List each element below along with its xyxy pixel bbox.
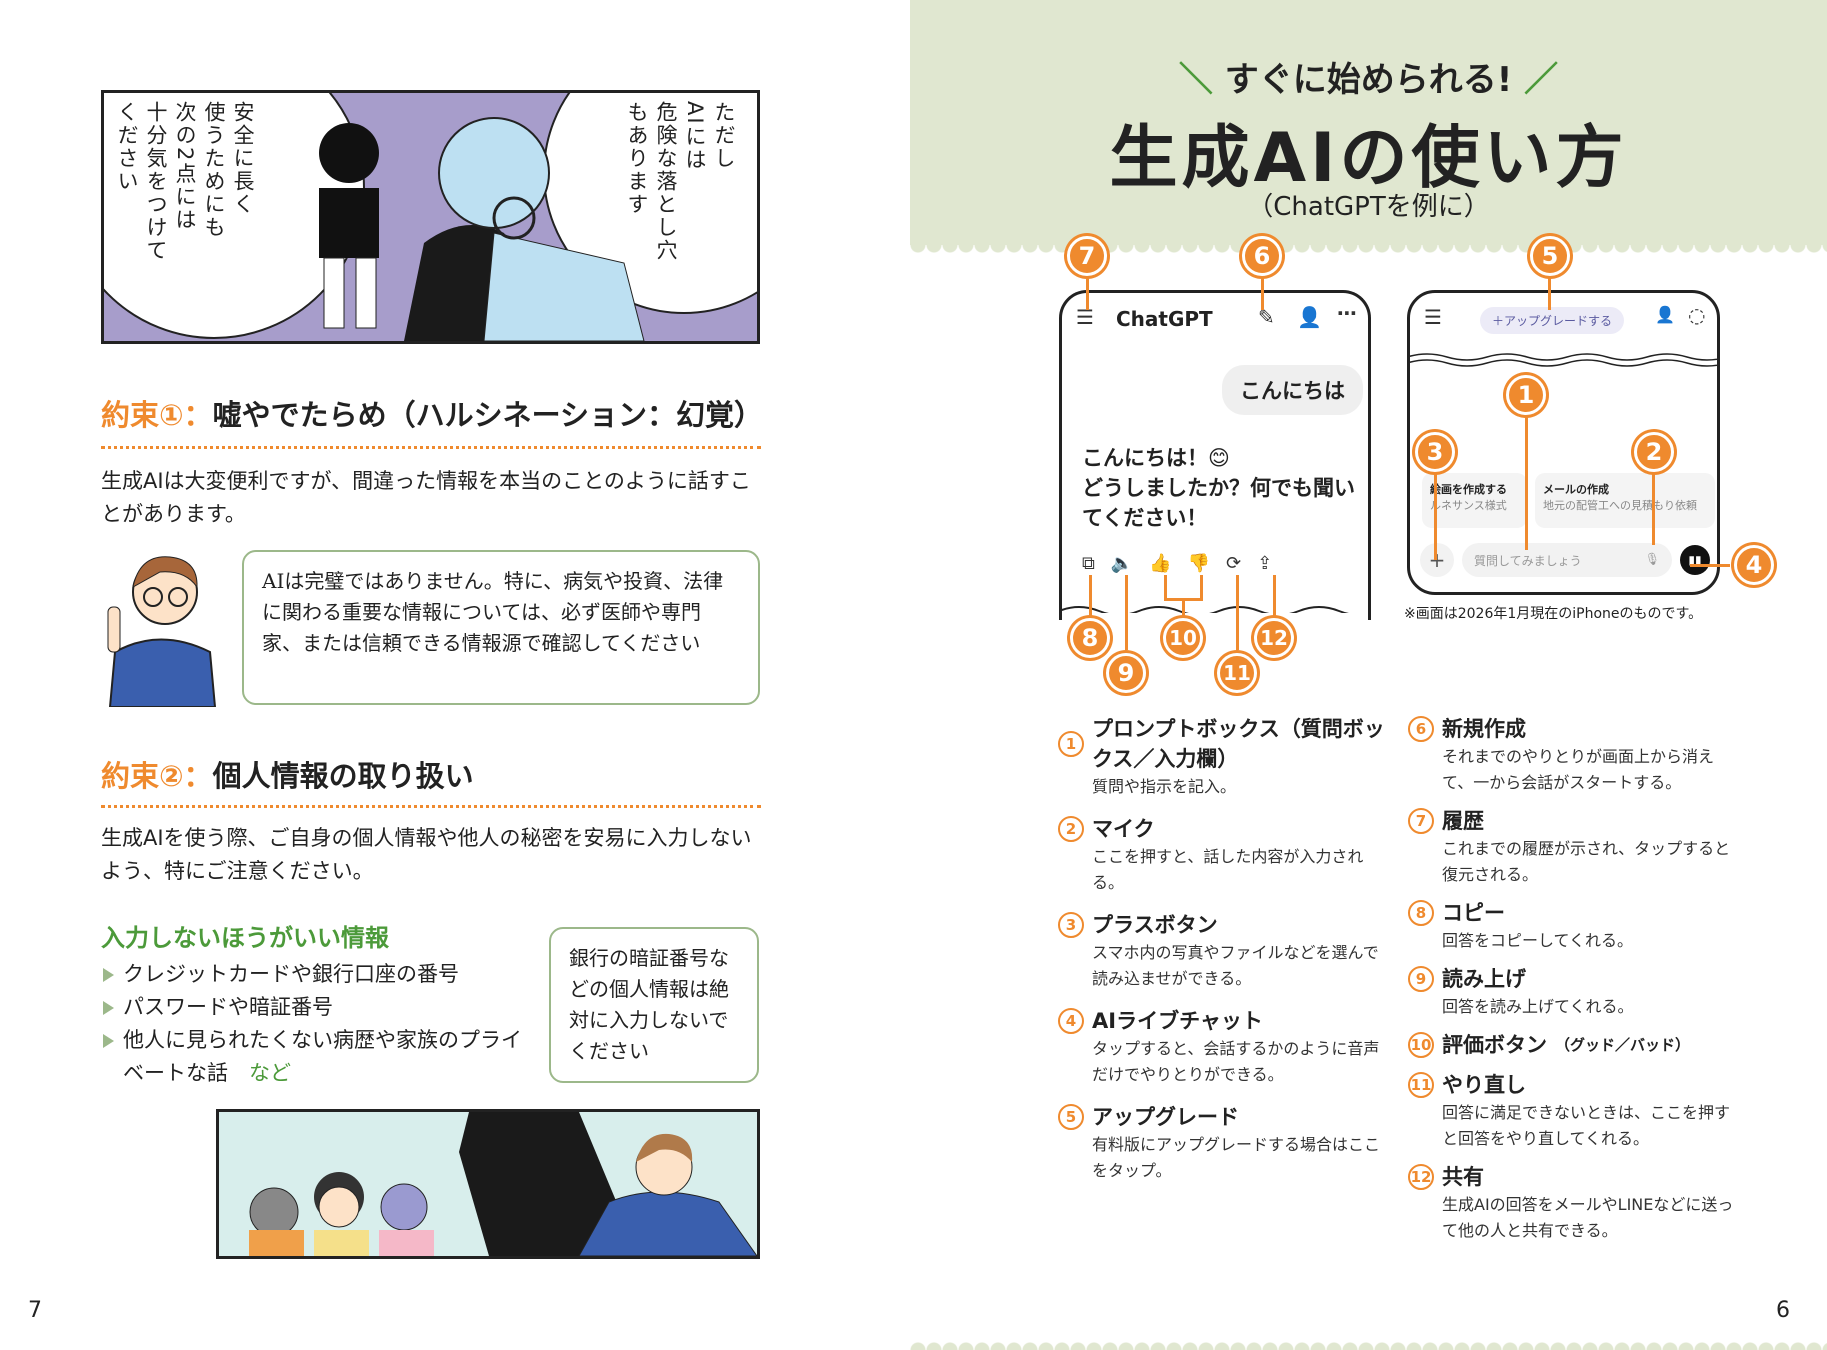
page-title: 生成AIの使い方: [1109, 119, 1628, 198]
badge-12: 12: [1254, 618, 1294, 658]
badge-7: 7: [1067, 236, 1107, 276]
screenshot-note: ※画面は2026年1月現在のiPhoneのものです。: [1404, 606, 1703, 622]
list-item: クレジットカードや銀行口座の番号: [101, 958, 531, 991]
badge-5: 5: [1530, 236, 1570, 276]
kicker: ＼ すぐに始められる! ／: [1178, 60, 1559, 100]
badge-10: 10: [1163, 618, 1203, 658]
app-title: ChatGPT: [1116, 307, 1213, 331]
more-icon[interactable]: ⋯: [1337, 301, 1357, 325]
action-icons: ⧉🔈👍👎⟳⇪: [1082, 553, 1288, 574]
assistant-reply: こんにちは！😊 どうしましたか？何でも聞いてください！: [1082, 446, 1355, 530]
divider: [101, 446, 761, 449]
wave-cut: [1062, 606, 1368, 620]
badge-8: 8: [1070, 618, 1110, 658]
thumbs-up-icon[interactable]: 👍: [1149, 553, 1188, 574]
new-chat-icon[interactable]: ✎: [1258, 305, 1275, 329]
rule2-body: 生成AIを使う際、ご自身の個人情報や他人の秘密を安易に入力しないよう、特にご注意…: [101, 826, 752, 883]
menu-icon[interactable]: ☰: [1076, 305, 1094, 329]
prompt-input[interactable]: 質問してみましょう🎙: [1462, 543, 1672, 577]
avoid-heading: 入力しないほうがいい情報: [101, 924, 389, 952]
rule1-heading: 約束①：嘘やでたらめ（ハルシネーション：幻覚）: [101, 398, 763, 432]
badge-11: 11: [1217, 653, 1257, 693]
phone-screen-chat: ☰ ChatGPT ✎ 👤 ⋯ こんにちは こんにちは！😊 どうしましたか？何で…: [1059, 290, 1371, 620]
presenter-illustration: [107, 556, 217, 707]
header-band: [910, 0, 1827, 245]
plus-button[interactable]: +: [1420, 543, 1454, 577]
suggestion-card[interactable]: 絵画を作成するルネサンス様式: [1422, 473, 1527, 528]
menu-icon[interactable]: ☰: [1424, 305, 1442, 329]
badge-6: 6: [1242, 236, 1282, 276]
badge-3: 3: [1415, 432, 1455, 472]
bubble-right-text: ただし AIには 危険な落とし穴 もあります: [625, 101, 736, 262]
manga-panel-2: [216, 1109, 760, 1259]
manga-panel-1: 安全に長く 使うためにも 次の2点には 十分気をつけて ください ただし AIに…: [101, 90, 760, 344]
suggestion-card[interactable]: メールの作成地元の配管工への見積もり依頼: [1535, 473, 1715, 528]
voice-chat-button[interactable]: ▮▮: [1680, 545, 1710, 575]
page-subtitle: （ChatGPTを例に）: [1247, 192, 1490, 222]
regenerate-icon[interactable]: ⟳: [1226, 553, 1258, 574]
copy-icon[interactable]: ⧉: [1082, 553, 1111, 574]
wave-cut: [1410, 353, 1717, 367]
page-number: 6: [1776, 1298, 1790, 1323]
speaker-icon[interactable]: 🔈: [1110, 553, 1150, 574]
warning-bubble: AIは完璧ではありません。特に、病気や投資、法律に関わる重要な情報については、必…: [242, 550, 760, 705]
divider: [101, 805, 761, 808]
manga-illustration: [104, 93, 757, 341]
badge-4: 4: [1734, 545, 1774, 585]
add-user-icon[interactable]: 👤: [1655, 305, 1675, 324]
temporary-chat-icon[interactable]: ◌: [1688, 303, 1706, 327]
badge-2: 2: [1634, 432, 1674, 472]
upgrade-button[interactable]: ＋アップグレードする: [1480, 307, 1625, 334]
page-number: 7: [28, 1298, 42, 1323]
phone-screen-home: ☰ ＋アップグレードする 👤 ◌ 絵画を作成するルネサンス様式 メールの作成地元…: [1407, 290, 1720, 595]
avoid-list: クレジットカードや銀行口座の番号 パスワードや暗証番号 他人に見られたくない病歴…: [101, 958, 531, 1090]
scallop-edge: [910, 245, 1827, 261]
rule1-body: 生成AIは大変便利ですが、間違った情報を本当のことのように話すことがあります。: [101, 469, 751, 526]
rule2-heading: 約束②：個人情報の取り扱い: [101, 759, 474, 793]
scallop-edge: [910, 1334, 1827, 1350]
list-item: 他人に見られたくない病歴や家族のプライベートな話 など: [101, 1024, 531, 1090]
mic-icon[interactable]: 🎙: [1644, 552, 1660, 566]
badge-1: 1: [1506, 375, 1546, 415]
user-message: こんにちは: [1222, 365, 1363, 415]
list-item: パスワードや暗証番号: [101, 991, 531, 1024]
bubble-left-text: 安全に長く 使うためにも 次の2点には 十分気をつけて ください: [115, 101, 255, 262]
thumbs-down-icon[interactable]: 👎: [1187, 553, 1227, 574]
badge-9: 9: [1106, 653, 1146, 693]
add-user-icon[interactable]: 👤: [1297, 305, 1322, 329]
manga-illustration: [249, 1112, 757, 1256]
share-icon[interactable]: ⇪: [1257, 553, 1289, 574]
pin-warning-bubble: 銀行の暗証番号などの個人情報は絶対に入力しないでください: [549, 927, 759, 1083]
